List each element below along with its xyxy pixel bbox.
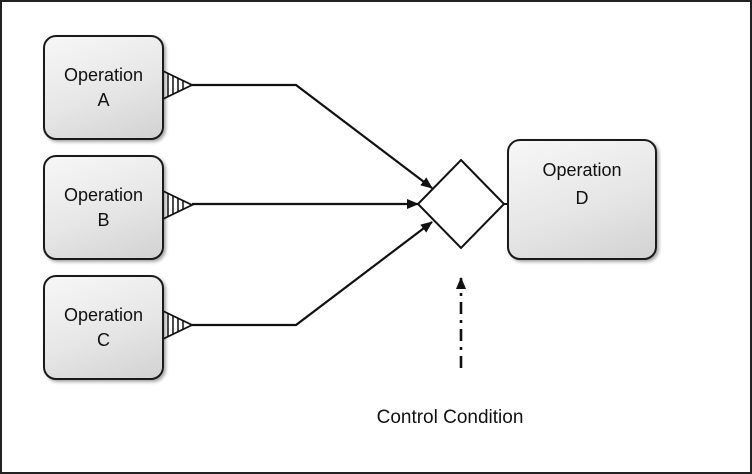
operation-d-letter: D (575, 188, 589, 208)
control-condition-label: Control Condition (376, 407, 524, 428)
output-port-b (162, 189, 195, 221)
operation-c-box: Operation C (43, 275, 164, 380)
arrow-a-to-gate (192, 83, 433, 189)
operation-a-box: Operation A (43, 35, 164, 140)
operation-b-box: Operation B (43, 155, 164, 260)
operation-c-letter: C (97, 329, 110, 350)
decision-gate-diamond (416, 158, 506, 250)
operation-d-title: Operation (542, 160, 622, 180)
operation-a-title: Operation (63, 64, 144, 85)
output-port-a (162, 69, 195, 101)
operation-d-box: Operation D (507, 139, 657, 260)
arrow-c-to-gate (192, 221, 433, 327)
operation-b-letter: B (97, 209, 110, 230)
operation-c-title: Operation (63, 304, 144, 325)
operation-a-letter: A (97, 89, 110, 110)
operation-b-title: Operation (63, 184, 144, 205)
output-port-c (162, 309, 195, 341)
